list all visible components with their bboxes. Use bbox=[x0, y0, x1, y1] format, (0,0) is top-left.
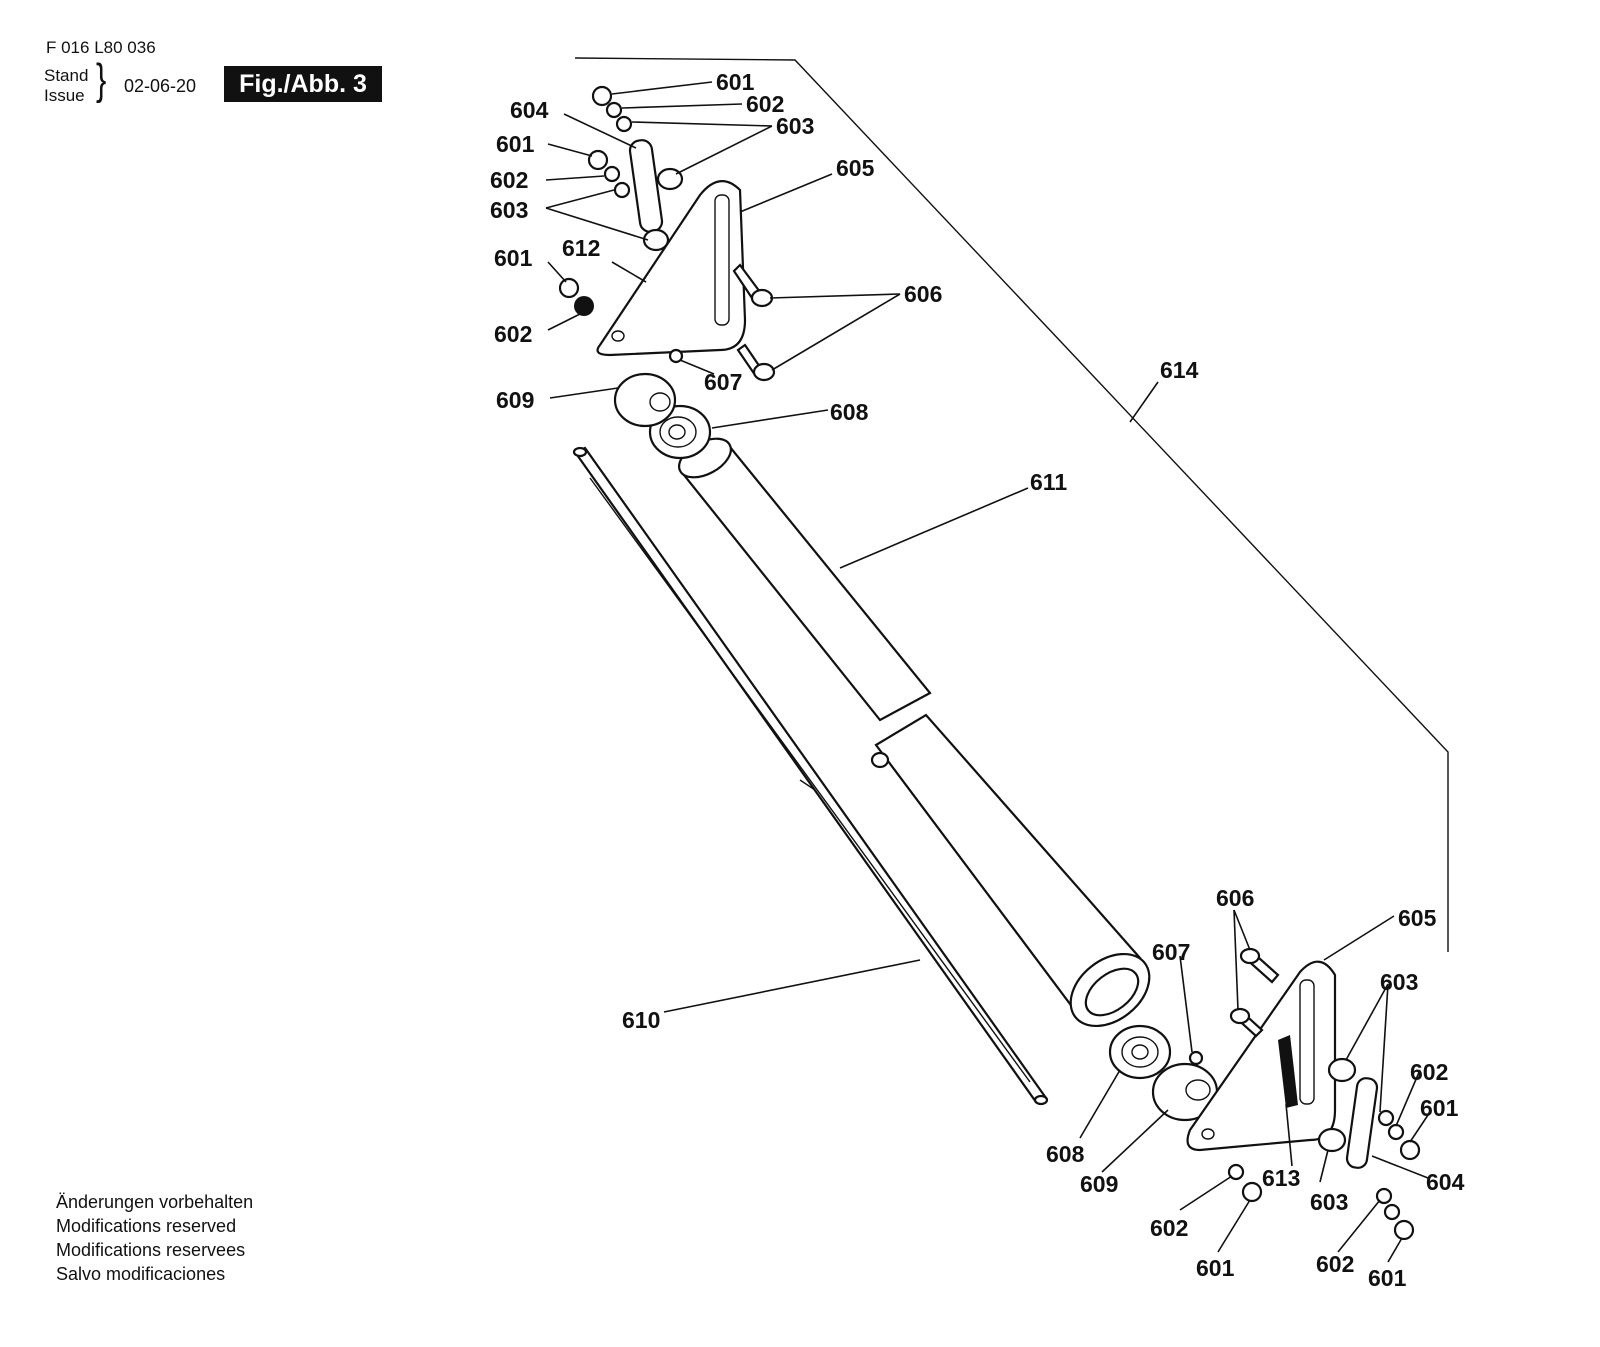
bottom-small-hardware bbox=[1188, 947, 1421, 1241]
document-number: F 016 L80 036 bbox=[46, 38, 156, 57]
label-605-top: 605 bbox=[836, 155, 875, 181]
label-604-bottom: 604 bbox=[1426, 1169, 1465, 1195]
label-602-top-b: 602 bbox=[490, 167, 528, 193]
label-603-bottom-b: 603 bbox=[1310, 1189, 1348, 1215]
label-611: 611 bbox=[1030, 469, 1067, 495]
label-610: 610 bbox=[622, 1007, 660, 1033]
part-labels: 601 602 603 604 601 602 603 605 612 601 … bbox=[490, 69, 1465, 1291]
leader-lines bbox=[545, 81, 1431, 1263]
label-601-top-a: 601 bbox=[716, 69, 755, 95]
label-602-top-a: 602 bbox=[746, 91, 784, 117]
bearing-608-bottom bbox=[1108, 1024, 1172, 1080]
label-602-bottom-a: 602 bbox=[1410, 1059, 1448, 1085]
issue-label: Issue bbox=[44, 86, 85, 105]
link-strap-604-top bbox=[628, 139, 664, 233]
label-609-bottom: 609 bbox=[1080, 1171, 1118, 1197]
issue-date: 02-06-20 bbox=[124, 76, 197, 96]
label-613: 613 bbox=[1262, 1165, 1300, 1191]
label-605-bottom: 605 bbox=[1398, 905, 1437, 931]
label-601-bottom-b: 601 bbox=[1196, 1255, 1235, 1281]
label-608-top: 608 bbox=[830, 399, 869, 425]
figure-label: Fig./Abb. 3 bbox=[224, 66, 382, 102]
top-small-hardware bbox=[558, 85, 776, 382]
label-603-bottom-a: 603 bbox=[1380, 969, 1418, 995]
label-602-top-c: 602 bbox=[494, 321, 532, 347]
shaft-610 bbox=[572, 446, 1049, 1106]
label-601-top-b: 601 bbox=[496, 131, 535, 157]
mounting-plate-bottom bbox=[1186, 960, 1337, 1152]
label-607-top: 607 bbox=[704, 369, 742, 395]
brace-symbol: } bbox=[96, 55, 107, 104]
label-601-top-c: 601 bbox=[494, 245, 533, 271]
modification-notes: Änderungen vorbehalten Modifications res… bbox=[56, 1190, 253, 1286]
note-english: Modifications reserved bbox=[56, 1216, 237, 1236]
label-608-bottom: 608 bbox=[1046, 1141, 1085, 1167]
label-614: 614 bbox=[1160, 357, 1199, 383]
label-606-bottom: 606 bbox=[1216, 885, 1254, 911]
note-german: Änderungen vorbehalten bbox=[56, 1192, 254, 1212]
roller-tube-611 bbox=[678, 437, 1151, 1028]
label-602-bottom-b: 602 bbox=[1150, 1215, 1188, 1241]
label-601-bottom-c: 601 bbox=[1368, 1265, 1407, 1291]
label-606-top: 606 bbox=[904, 281, 942, 307]
note-spanish: Salvo modificaciones bbox=[56, 1264, 226, 1284]
note-french: Modifications reservees bbox=[56, 1240, 246, 1260]
label-603-top-a: 603 bbox=[776, 113, 814, 139]
label-604-top: 604 bbox=[510, 97, 549, 123]
label-612: 612 bbox=[562, 235, 600, 261]
hub-609-top bbox=[613, 372, 677, 428]
label-607-bottom: 607 bbox=[1152, 939, 1190, 965]
label-609-top: 609 bbox=[496, 387, 534, 413]
label-601-bottom-a: 601 bbox=[1420, 1095, 1459, 1121]
mounting-plate-top bbox=[596, 180, 747, 357]
link-strap-604-bottom bbox=[1345, 1077, 1379, 1169]
label-602-bottom-c: 602 bbox=[1316, 1251, 1354, 1277]
stand-label: Stand bbox=[44, 66, 89, 85]
assembly-bracket-614 bbox=[574, 57, 1449, 952]
label-603-top-b: 603 bbox=[490, 197, 528, 223]
